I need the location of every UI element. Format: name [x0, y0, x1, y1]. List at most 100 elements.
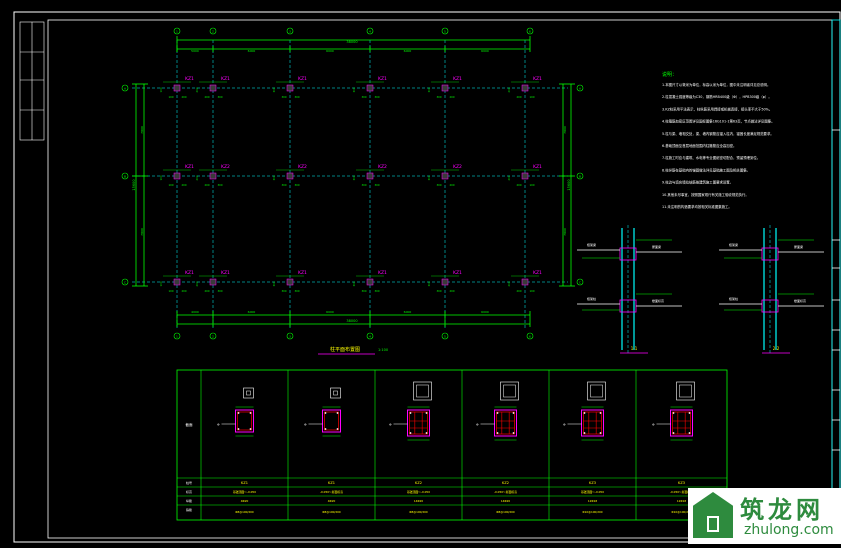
rebar-dot: [425, 412, 428, 414]
dimension-left-total: 15600: [132, 179, 136, 190]
rebar-dot: [425, 432, 428, 434]
column-id-label: KZ1: [298, 270, 307, 276]
schedule-main-rebar: 12Φ18: [588, 499, 598, 503]
rebar-dot: [324, 428, 327, 430]
dimension-bay-top: 5000: [191, 49, 199, 53]
axis-bubble-bottom: [526, 332, 534, 340]
dimension-bay-top: 6000: [404, 49, 412, 53]
section-tag: 框架柱: [729, 296, 738, 301]
rebar-dot: [409, 432, 412, 434]
rebar-dot: [512, 412, 515, 414]
section-tag: 屋面梁: [794, 244, 803, 249]
column-symbol: [441, 84, 449, 92]
schedule-elevation: 基础顶面～-0.050: [581, 490, 604, 494]
offset-dimension: 300: [375, 183, 380, 187]
offset-dimension-vertical: 300: [352, 87, 356, 92]
schedule-elevation: -0.050～屋面标高: [494, 490, 517, 494]
notes-line: 1.本图尺寸以毫米为单位，标高以米为单位，图中未注明者详见总说明。: [662, 82, 770, 87]
column-symbol: [366, 84, 374, 92]
column-section: [581, 409, 604, 437]
column-symbol: [366, 172, 374, 180]
offset-dimension-vertical: 100: [159, 175, 163, 180]
section-key-outer: [500, 381, 519, 401]
rebar-dot: [672, 412, 675, 414]
axis-number-bottom: 1: [176, 335, 178, 339]
rebar-dot: [336, 412, 339, 414]
offset-dimension-vertical: 300: [352, 281, 356, 286]
column-section: [670, 409, 693, 437]
section-note: Φ: [304, 423, 307, 427]
rebar-dot: [237, 428, 240, 430]
column-symbol: [209, 278, 217, 286]
rebar-dot: [688, 412, 691, 414]
schedule-stirrup: Φ8@100/200: [235, 510, 254, 514]
offset-dimension: 100: [530, 95, 535, 99]
column-symbol: [286, 84, 294, 92]
design-notes: 说明：1.本图尺寸以毫米为单位，标高以米为单位，图中未注明者详见总说明。2.柱混…: [662, 71, 775, 209]
axis-number-top: 2: [212, 30, 214, 34]
stirrup: [409, 411, 428, 435]
notes-line: 6.基础顶面至首层地面范围内柱箍筋应全高加密。: [662, 143, 736, 148]
column-id-label: KZ1: [185, 164, 194, 170]
axis-bubble-left: [121, 172, 129, 180]
column-id-label: KZ1: [185, 76, 194, 82]
axis-bubble-right: [576, 278, 584, 286]
axis-number-bottom: 6: [529, 335, 531, 339]
axis-bubble-left: [121, 278, 129, 286]
schedule-frame: [176, 369, 728, 521]
offset-dimension: 300: [295, 183, 300, 187]
plan-title: 柱平面布置图: [330, 346, 360, 353]
column-symbol: [441, 172, 449, 180]
schedule-column-id: KZ1: [328, 481, 335, 485]
axis-number-top: 3: [289, 30, 291, 34]
section-tag: 框架柱: [587, 296, 596, 301]
binding-strip: [19, 21, 45, 141]
notes-line: 9.柱边与填充墙拉结筋按建筑施工图要求设置。: [662, 180, 733, 185]
column-section: [494, 409, 517, 437]
column-section: [235, 409, 254, 433]
offset-dimension: 300: [437, 289, 442, 293]
column-id-label: KZ2: [378, 164, 387, 170]
section-key-inner: [246, 390, 251, 396]
dimension-bay-top: 6000: [326, 49, 334, 53]
schedule-stirrup: Φ8@100/200: [496, 510, 515, 514]
offset-dimension: 200: [517, 183, 522, 187]
notes-line: 11.未注明的构造要求均按相关标准图集施工。: [662, 204, 732, 209]
dimension-total-top: 38000: [346, 40, 357, 44]
section-key-inner: [590, 384, 603, 398]
offset-dimension-vertical: 100: [159, 87, 163, 92]
section-tag: 楼面标高: [652, 298, 664, 303]
offset-dimension: 300: [282, 289, 287, 293]
axis-bubble-top: [526, 27, 534, 35]
offset-dimension: 200: [182, 289, 187, 293]
schedule-row-label: 纵筋: [186, 498, 192, 503]
column-id-label: KZ1: [185, 270, 194, 276]
offset-dimension: 300: [437, 95, 442, 99]
column-id-label: KZ1: [378, 270, 387, 276]
rebar-dot: [583, 412, 586, 414]
drawing-border: [13, 11, 841, 543]
offset-dimension-vertical: 200: [507, 87, 511, 92]
column-id-label: KZ1: [453, 270, 462, 276]
axis-number-bottom: 5: [444, 335, 446, 339]
axis-bubble-left: [121, 84, 129, 92]
rebar-dot: [599, 412, 602, 414]
schedule-row-label: 标高: [186, 489, 192, 494]
axis-number-bottom: 2: [212, 335, 214, 339]
axis-letter-right: C: [579, 280, 581, 284]
column-symbol: [286, 278, 294, 286]
offset-dimension-vertical: 300: [427, 281, 431, 286]
rebar-dot: [583, 432, 586, 434]
beam-joint: [619, 247, 637, 261]
column-symbol: [209, 172, 217, 180]
rebar-dot: [496, 432, 499, 434]
offset-dimension: 300: [362, 95, 367, 99]
stirrup: [237, 411, 252, 431]
axis-bubble-bottom: [286, 332, 294, 340]
stirrup: [324, 411, 339, 431]
section-tag: 屋面梁: [652, 244, 661, 249]
section-key-inner: [416, 384, 429, 398]
offset-dimension: 300: [295, 95, 300, 99]
dimension-bay-top: 6000: [481, 49, 489, 53]
